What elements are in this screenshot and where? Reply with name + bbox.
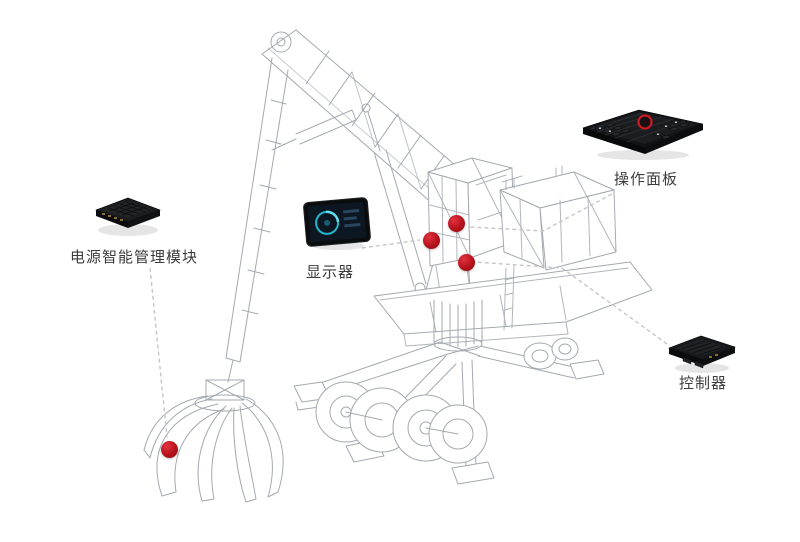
- controller-icon: [668, 335, 736, 373]
- crane-platform: [373, 261, 653, 347]
- hotspot-cab-left[interactable]: [423, 232, 440, 249]
- callout-label-power-module: 电源智能管理模块: [70, 248, 199, 266]
- connector-controller: [473, 261, 668, 345]
- hotspot-cab-bottom[interactable]: [458, 254, 475, 271]
- crane-grapple: [143, 359, 284, 503]
- controller-photo: [665, 324, 739, 374]
- crane-machinery-house: [499, 165, 617, 271]
- display-icon: [303, 197, 371, 250]
- callout-label-display: 显示器: [306, 263, 355, 281]
- power-module-photo: [88, 180, 168, 238]
- crane-cab: [427, 157, 515, 293]
- crane-boom: [261, 29, 469, 213]
- connector-power-module: [149, 267, 168, 438]
- crane-stick: [225, 57, 357, 363]
- display-tablet-photo: [300, 192, 374, 252]
- hotspot-cab-top[interactable]: [448, 215, 465, 232]
- control-panel-icon: [583, 109, 703, 160]
- connector-control-panel: [469, 193, 613, 232]
- connector-display: [361, 239, 421, 249]
- chip-module-icon: [95, 197, 161, 236]
- callout-label-control-panel: 操作面板: [614, 170, 679, 188]
- hotspot-grapple[interactable]: [161, 441, 178, 458]
- crane-wheels: [315, 337, 579, 464]
- control-panel-photo: [583, 98, 703, 162]
- callout-label-controller: 控制器: [679, 374, 728, 392]
